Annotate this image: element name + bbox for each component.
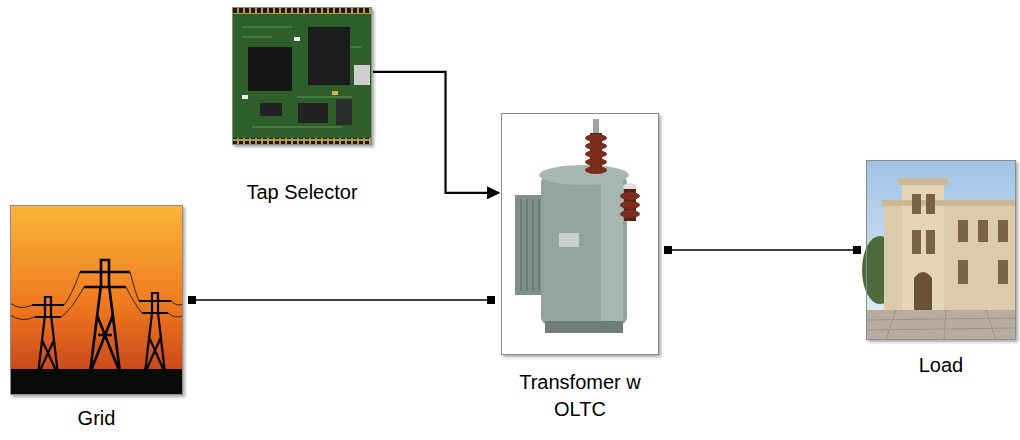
smd-part — [332, 91, 338, 95]
window — [958, 260, 968, 284]
bushing-disc — [585, 142, 607, 150]
port-square — [487, 296, 495, 304]
pcb-pins — [232, 138, 372, 145]
pylon — [139, 293, 171, 373]
window — [998, 220, 1008, 242]
caption-block: Transfomer w OLTC — [505, 369, 655, 423]
pylon — [32, 297, 64, 375]
window — [926, 194, 935, 214]
connector — [373, 72, 499, 193]
smd-part — [294, 37, 300, 41]
pcb-picture — [232, 7, 372, 145]
sunset-sky — [10, 205, 183, 395]
ground — [10, 369, 183, 395]
bushing-disc — [585, 158, 607, 166]
house-roof — [882, 200, 1016, 206]
port-square — [853, 246, 861, 254]
picture-frame — [10, 205, 183, 395]
chip — [308, 27, 350, 85]
picture-block: Transfomer w OLTC — [501, 113, 659, 423]
bushing-disc — [585, 150, 607, 158]
picture-ground — [501, 113, 659, 355]
node-caption: Load — [866, 352, 1016, 379]
transformer-picture — [501, 113, 659, 355]
chip — [248, 47, 292, 91]
window — [912, 230, 921, 254]
pylon — [80, 260, 130, 373]
pcb-trace — [242, 27, 362, 127]
bushing-terminal — [593, 119, 599, 135]
window — [978, 220, 988, 242]
nameplate — [559, 233, 579, 247]
bushing-disc — [585, 166, 607, 174]
window — [958, 220, 968, 242]
pcb-edge — [232, 138, 372, 145]
window — [998, 260, 1008, 284]
connector-group — [373, 72, 499, 193]
pcb-board — [232, 7, 372, 145]
picture-block: Tap Selector — [232, 7, 372, 206]
port-square — [664, 246, 672, 254]
usb-connector — [354, 65, 370, 85]
picture-frame — [501, 113, 659, 355]
pavement — [866, 310, 1016, 340]
chip — [298, 103, 328, 123]
chip — [336, 99, 352, 125]
bushing-disc — [620, 192, 640, 200]
picture-block: Grid — [10, 205, 183, 432]
paving-lines — [866, 310, 1016, 340]
caption-block: Load — [866, 352, 1016, 379]
picture-frame — [232, 7, 372, 145]
picture-frame — [866, 160, 1016, 340]
node-caption: Transfomer w OLTC — [505, 369, 655, 423]
tank-highlight — [601, 179, 623, 321]
tank-base — [545, 321, 623, 333]
window — [912, 194, 921, 214]
connector-group — [188, 296, 495, 304]
bushing-disc — [620, 210, 640, 218]
bushing-disc — [585, 134, 607, 142]
pcb-edge — [232, 7, 372, 14]
house-picture — [862, 160, 1016, 340]
sky — [866, 160, 1016, 340]
door — [914, 272, 932, 312]
node-caption: Grid — [10, 405, 183, 432]
house-roof — [898, 178, 948, 185]
pcb-pins — [232, 7, 372, 14]
connector — [192, 299, 491, 300]
bushing-disc — [620, 201, 640, 209]
connector — [668, 249, 857, 250]
transformer-tank — [541, 175, 627, 325]
caption-block: Tap Selector — [217, 179, 387, 206]
tank-lid — [539, 165, 629, 185]
node-caption: Tap Selector — [217, 179, 387, 206]
connector-group — [664, 246, 861, 254]
caption-block: Grid — [10, 405, 183, 432]
smd-part — [242, 95, 248, 99]
grid-picture — [10, 205, 183, 395]
window — [926, 230, 935, 254]
chip — [260, 103, 282, 116]
picture-block: Load — [866, 160, 1016, 379]
port-square — [188, 296, 196, 304]
